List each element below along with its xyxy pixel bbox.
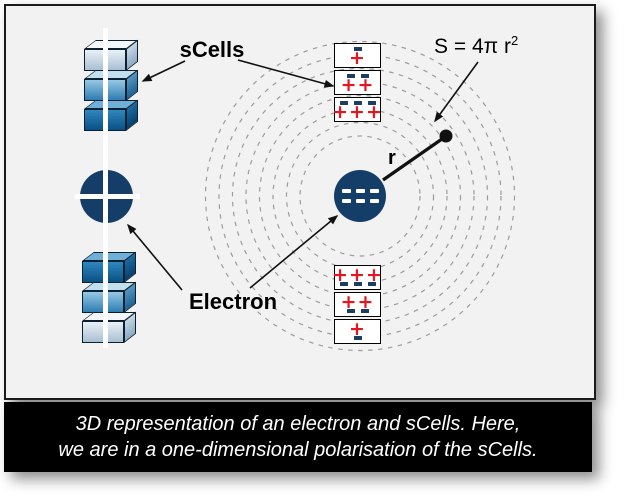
polarized-cell: ++ [334, 292, 381, 317]
electron-minus-glyph [341, 189, 351, 193]
surface-formula-text: S = 4π r [434, 35, 511, 58]
plus-row: +++ [332, 100, 383, 123]
diagram-panel: ++++++ ++++++ sCells Electron r S = 4π r… [4, 4, 596, 400]
electron-minus-glyph [369, 189, 379, 193]
caption-line-2: we are in a one-dimensional polarisation… [58, 439, 538, 461]
surface-formula-label: S = 4π r2 [434, 33, 518, 59]
polarized-cell: + [334, 319, 381, 344]
scell-cube [82, 311, 138, 343]
plus-row: ++ [340, 73, 375, 96]
scells-arrow-to-cells [237, 59, 335, 88]
center-electron [334, 170, 386, 222]
scell-cube-stack-top [84, 39, 140, 132]
scells-arrow-to-cubes [141, 60, 186, 82]
minus-row [339, 282, 376, 287]
caption-line-1: 3D representation of an electron and sCe… [75, 413, 521, 435]
caption-bar: 3D representation of an electron and sCe… [4, 402, 592, 472]
scell-cube [84, 39, 140, 71]
electron-arrow-to-center [249, 215, 339, 289]
electron-minus-row [341, 189, 379, 193]
electron-minus-glyph [341, 199, 351, 203]
scell-cube [84, 99, 140, 131]
minus-glyph [346, 309, 355, 313]
minus-row [353, 336, 362, 341]
polarized-cells-bottom: ++++++ [332, 263, 383, 344]
electron-minus-glyph [355, 189, 365, 193]
horizontal-axis-line [75, 194, 140, 199]
minus-glyph [353, 282, 362, 286]
plus-row: ++ [340, 290, 375, 313]
minus-row [346, 309, 369, 314]
figure: ++++++ ++++++ sCells Electron r S = 4π r… [4, 4, 596, 472]
surface-formula-arrow [434, 61, 479, 123]
minus-glyph [353, 336, 362, 340]
plus-row: +++ [332, 263, 383, 286]
electron-minus-glyph [369, 199, 379, 203]
diagram-area: ++++++ ++++++ sCells Electron r S = 4π r… [6, 6, 594, 398]
scell-cube [84, 69, 140, 101]
plus-row: + [349, 317, 366, 340]
electron-minus-row [341, 199, 379, 203]
polarized-cell: + [334, 43, 381, 68]
electron-label: Electron [188, 289, 278, 314]
scells-label: sCells [179, 37, 245, 62]
surface-point-dot [439, 129, 453, 143]
scell-cube [82, 251, 138, 283]
electron-minus-glyph [355, 199, 365, 203]
polarized-cell: +++ [332, 263, 383, 290]
minus-glyph [360, 309, 369, 313]
surface-formula-exponent: 2 [510, 33, 519, 48]
polarized-cell: +++ [332, 97, 383, 123]
minus-glyph [367, 282, 376, 286]
polarized-cells-top: ++++++ [332, 43, 383, 123]
plus-row: + [349, 46, 366, 69]
scell-cube-stack-bottom [82, 251, 138, 344]
scell-cube [82, 281, 138, 313]
minus-glyph [339, 282, 348, 286]
polarized-cell: ++ [334, 70, 381, 95]
vertical-axis-line [103, 28, 108, 348]
radius-label: r [388, 147, 396, 169]
